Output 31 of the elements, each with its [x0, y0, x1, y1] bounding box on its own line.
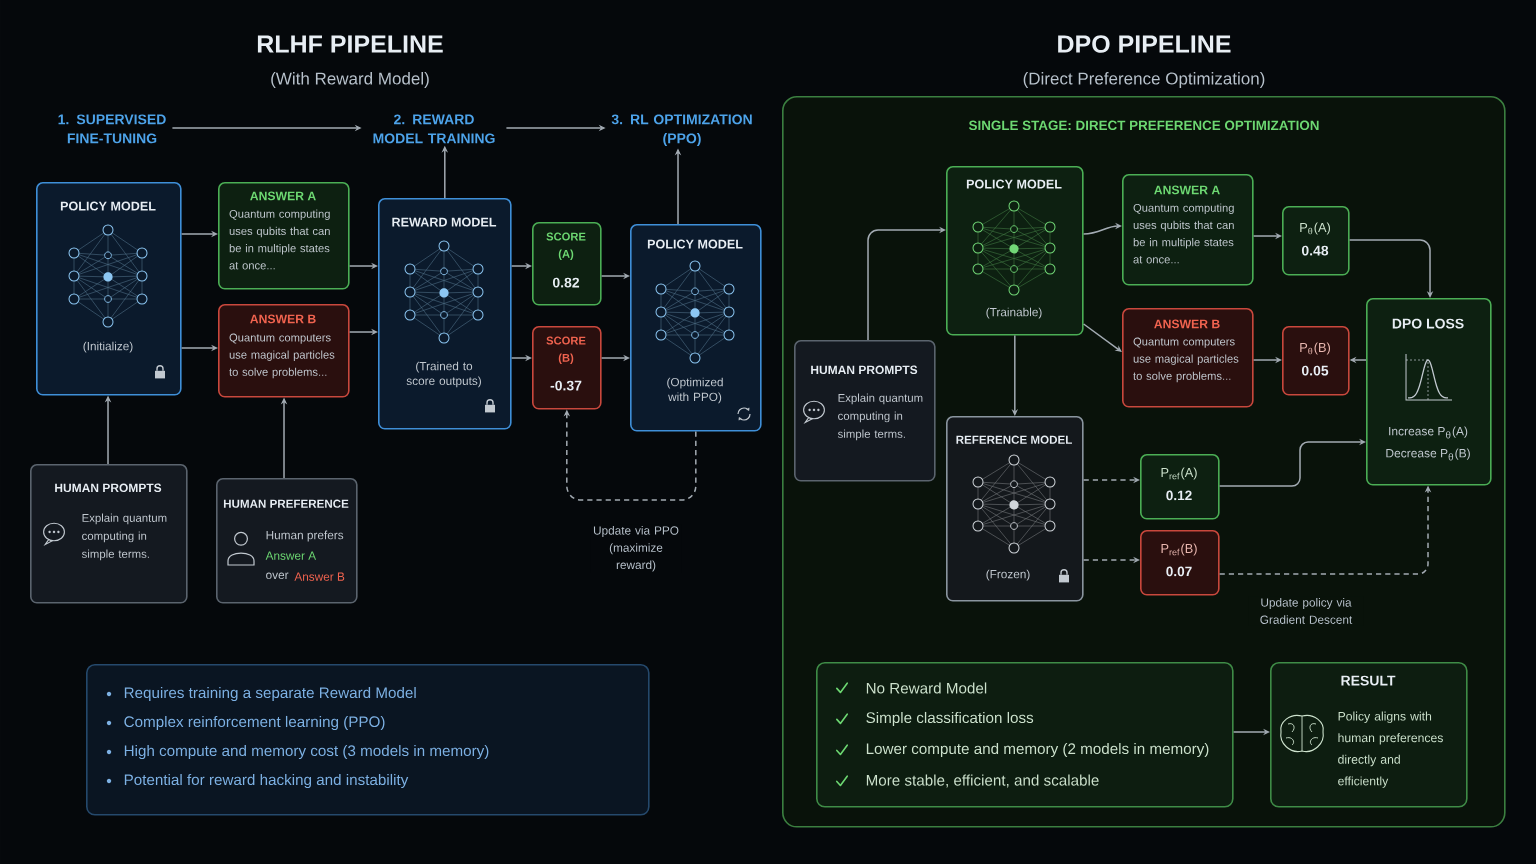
prompt-card — [30, 464, 188, 604]
model-card — [378, 198, 512, 430]
model-card — [36, 182, 182, 396]
answer-card — [1122, 308, 1254, 408]
arrow — [867, 226, 946, 341]
result-card — [1270, 662, 1468, 808]
model-card — [946, 166, 1084, 336]
subtitle: (With Reward Model) — [271, 72, 429, 88]
model-card — [630, 224, 762, 432]
answer-card — [1122, 174, 1254, 286]
arrow — [1218, 438, 1366, 487]
probability-card — [1282, 326, 1350, 396]
loss-card — [1366, 298, 1492, 486]
info-panel — [816, 662, 1234, 808]
probability-card — [1282, 206, 1350, 276]
probability-card — [1140, 454, 1220, 520]
subtitle: (Direct Preference Optimization) — [1023, 72, 1265, 88]
answer-card — [218, 182, 350, 290]
arrow — [1348, 239, 1434, 298]
score-card — [532, 326, 602, 410]
arrow — [1082, 323, 1122, 352]
arrow — [1082, 222, 1122, 235]
prompt-card — [794, 340, 936, 482]
probability-card — [1140, 530, 1220, 596]
prompt-card — [216, 478, 358, 604]
title: DPO PIPELINE — [1058, 35, 1231, 53]
answer-card — [218, 304, 350, 398]
model-card — [946, 416, 1084, 602]
info-panel — [86, 664, 650, 816]
title: RLHF PIPELINE — [257, 35, 443, 53]
score-card — [532, 222, 602, 306]
